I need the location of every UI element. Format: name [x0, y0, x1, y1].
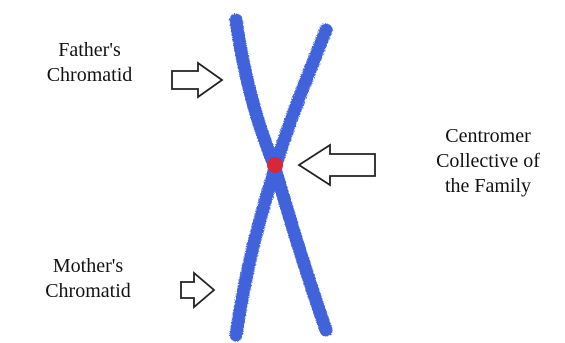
- centromere-dot: [267, 157, 283, 173]
- father-label-line-1: Father's: [22, 38, 157, 63]
- centromere-label: Centromer Collective of the Family: [413, 124, 563, 199]
- mother-arrow: [181, 273, 214, 307]
- centromere-label-line-1: Centromer: [413, 124, 563, 149]
- father-arrow: [172, 63, 222, 97]
- centromere-arrow: [299, 145, 375, 185]
- mother-label-line-2: Chromatid: [8, 279, 168, 304]
- father-chromatid-label: Father's Chromatid: [22, 38, 157, 88]
- centromere-label-line-3: the Family: [413, 174, 563, 199]
- mother-label-line-1: Mother's: [8, 254, 168, 279]
- mother-chromatid-label: Mother's Chromatid: [8, 254, 168, 304]
- centromere-label-line-2: Collective of: [413, 149, 563, 174]
- father-label-line-2: Chromatid: [22, 63, 157, 88]
